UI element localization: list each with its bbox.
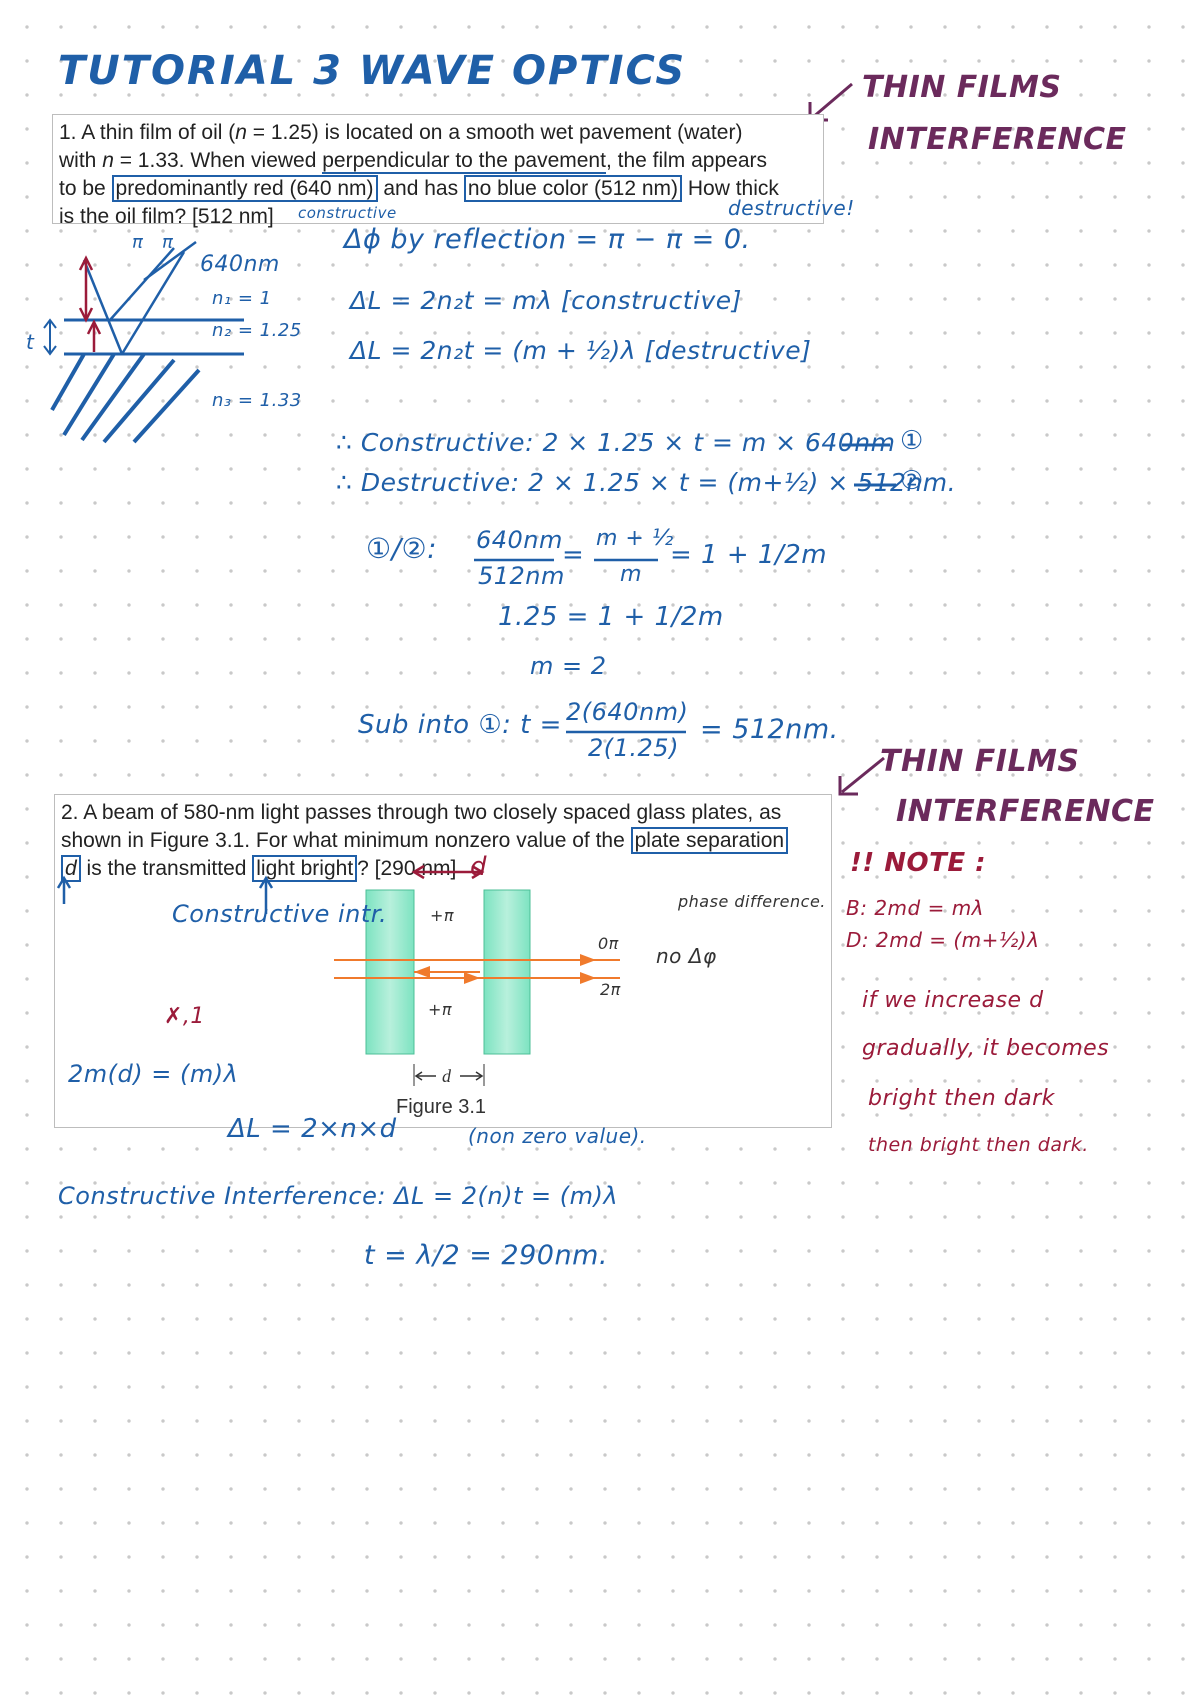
underline-perpendicular: perpendicular to the pavement bbox=[322, 149, 606, 174]
highlight-red: predominantly red (640 nm) bbox=[111, 175, 378, 202]
q1-line-2: with n = 1.33. When viewed perpendicular… bbox=[59, 149, 768, 174]
q1-line-4: is the oil film? [512 nm] bbox=[59, 205, 274, 228]
phase-by-reflection: Δϕ by reflection = π − π = 0. bbox=[344, 224, 751, 255]
ratio-label: ①/②: bbox=[366, 532, 438, 565]
destructive-equation: ∴ Destructive: 2 × 1.25 × t = (m+½) × 51… bbox=[336, 468, 957, 497]
sub-numerator: 2(640nm) bbox=[566, 698, 689, 726]
note-dark: D: 2md = (m+½)λ bbox=[846, 928, 1040, 952]
figure-d-label: d bbox=[442, 1066, 451, 1086]
ratio-equals: = bbox=[562, 540, 585, 570]
t-label: t bbox=[26, 330, 35, 354]
sub-into-label: Sub into ①: t = bbox=[358, 710, 562, 740]
phase-difference: phase difference. bbox=[678, 892, 826, 911]
q2-line-3: d is the transmitted light bright? [290 … bbox=[61, 855, 825, 883]
label-n3: n₃ = 1.33 bbox=[212, 390, 302, 411]
two-md-equation: 2m(d) = (m)λ bbox=[68, 1060, 239, 1088]
dl-destructive: ΔL = 2n₂t = (m + ½)λ [destructive] bbox=[350, 336, 812, 365]
side-label-thin-films-2: THIN FILMS bbox=[880, 744, 1080, 779]
step-m-equals-2: m = 2 bbox=[530, 652, 607, 680]
equation-marker-2: ② bbox=[900, 466, 924, 496]
q2-line-1: 2. A beam of 580-nm light passes through… bbox=[61, 801, 782, 824]
constructive-intr: Constructive intr. bbox=[172, 900, 388, 928]
note-line-4: then bright then dark. bbox=[868, 1134, 1089, 1156]
thin-film-diagram bbox=[43, 240, 244, 444]
ratio-denominator: 512nm bbox=[478, 562, 565, 590]
side-label-interference-2: INTERFERENCE bbox=[896, 794, 1155, 829]
glass-plates-figure bbox=[334, 864, 620, 1086]
equation-marker-1: ① bbox=[900, 426, 924, 456]
ratio-rhs-2: = 1 + 1/2m bbox=[670, 540, 828, 570]
note-bright: B: 2md = mλ bbox=[846, 896, 985, 920]
constructive-interference-equation: Constructive Interference: ΔL = 2(n)t = … bbox=[58, 1182, 619, 1210]
equation-dash-2 bbox=[854, 483, 896, 487]
label-n1: n₁ = 1 bbox=[212, 288, 272, 309]
question-2-box: 2. A beam of 580-nm light passes through… bbox=[54, 794, 832, 1128]
plus-pi-top: +π bbox=[430, 906, 455, 925]
cross-mark: ✗,1 bbox=[164, 1004, 205, 1029]
plus-pi-bottom: +π bbox=[428, 1000, 453, 1019]
note-title: !! NOTE : bbox=[850, 848, 987, 878]
sub-fraction-bar bbox=[566, 730, 686, 734]
two-pi: 2π bbox=[600, 980, 621, 999]
non-zero-value: (non zero value). bbox=[468, 1124, 647, 1148]
ratio-rhs-fraction-bar bbox=[594, 558, 658, 562]
arrow-icon bbox=[56, 875, 72, 904]
page-title: TUTORIAL 3 WAVE OPTICS bbox=[58, 48, 687, 94]
constructive-tag: constructive bbox=[298, 204, 397, 222]
highlight-blue: no blue color (512 nm) bbox=[463, 175, 683, 202]
equation-dash-1 bbox=[842, 443, 890, 447]
q2-line-2: shown in Figure 3.1. For what minimum no… bbox=[61, 827, 825, 855]
step-1-25: 1.25 = 1 + 1/2m bbox=[498, 602, 724, 632]
ratio-rhs-denominator: m bbox=[620, 562, 642, 587]
no-delta-phi: no Δφ bbox=[656, 944, 717, 968]
arrow-icon bbox=[838, 756, 885, 796]
side-label-interference-1: INTERFERENCE bbox=[868, 122, 1127, 157]
pi-label-1: π bbox=[132, 232, 144, 253]
label-640nm: 640nm bbox=[200, 252, 280, 277]
pi-label-2: π bbox=[162, 232, 174, 253]
dl-constructive: ΔL = 2n₂t = mλ [constructive] bbox=[350, 286, 742, 315]
label-n2: n₂ = 1.25 bbox=[212, 320, 302, 341]
note-line-3: bright then dark bbox=[868, 1086, 1055, 1111]
side-label-thin-films-1: THIN FILMS bbox=[862, 70, 1062, 105]
ratio-rhs-numerator: m + ½ bbox=[596, 526, 674, 551]
q1-line-1: 1. A thin film of oil (n = 1.25) is loca… bbox=[59, 121, 743, 144]
sub-denominator: 2(1.25) bbox=[588, 734, 679, 762]
highlight-light-bright: light bright bbox=[252, 855, 358, 882]
arrow-icon bbox=[258, 875, 274, 914]
zero-pi: 0π bbox=[598, 934, 619, 953]
question-1-box: 1. A thin film of oil (n = 1.25) is loca… bbox=[52, 114, 824, 228]
q1-line-3: to be predominantly red (640 nm) and has… bbox=[59, 175, 779, 202]
d-red-label: d bbox=[470, 852, 488, 882]
sub-result: = 512nm. bbox=[700, 714, 839, 745]
destructive-tag: destructive! bbox=[728, 196, 855, 220]
t-result: t = λ/2 = 290nm. bbox=[364, 1240, 608, 1271]
constructive-equation: ∴ Constructive: 2 × 1.25 × t = m × 640nm bbox=[336, 428, 896, 457]
dl-2nd: ΔL = 2×n×d bbox=[228, 1114, 397, 1144]
highlight-d: d bbox=[61, 855, 81, 882]
highlight-plate-separation: plate separation bbox=[630, 827, 789, 854]
note-line-2: gradually, it becomes bbox=[862, 1036, 1110, 1061]
note-line-1: if we increase d bbox=[862, 988, 1044, 1013]
ratio-fraction-bar bbox=[474, 558, 554, 562]
ratio-numerator: 640nm bbox=[476, 526, 563, 554]
figure-caption: Figure 3.1 bbox=[396, 1096, 487, 1118]
